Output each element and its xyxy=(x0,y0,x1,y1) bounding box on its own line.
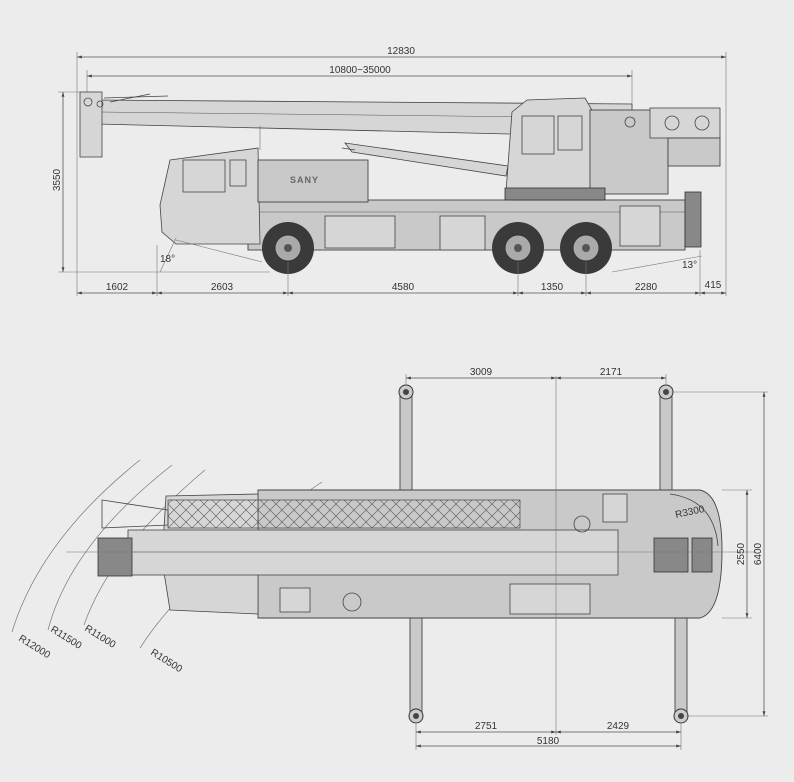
approach-angle-label: 18° xyxy=(160,254,175,265)
side-view: 12830 10800~35000 3550 SANY xyxy=(52,46,727,296)
top-view: R12000 R11500 R11000 R10500 R3300 xyxy=(11,367,768,750)
outrigger-front-label: 3009 xyxy=(470,367,493,378)
radius-12000-label: R12000 xyxy=(16,633,52,661)
outrigger-rear-left xyxy=(409,614,423,720)
body-width-label: 2550 xyxy=(736,542,747,565)
brand-logo: SANY xyxy=(290,175,319,185)
wheelbase-rear-label: 1350 xyxy=(541,282,564,293)
rear-tail-label: 415 xyxy=(705,280,722,291)
front-wheel xyxy=(262,222,314,274)
outrigger-span-label: 6400 xyxy=(753,542,764,565)
departure-angle-label: 13° xyxy=(682,260,697,271)
rear-wheel-1 xyxy=(492,222,544,274)
front-overhang-label: 1602 xyxy=(106,282,129,293)
boom-head xyxy=(79,91,103,158)
radius-11000-label: R11000 xyxy=(82,623,117,651)
outrigger-front-right xyxy=(659,387,673,493)
radius-11500-label: R11500 xyxy=(48,624,83,652)
radius-10500-label: R10500 xyxy=(148,647,184,675)
bottom-left-label: 2751 xyxy=(475,721,498,732)
boom-length-label: 10800~35000 xyxy=(329,65,391,76)
bottom-right-label: 2429 xyxy=(607,721,630,732)
rear-wheel-2 xyxy=(560,222,612,274)
wheelbase-front-label: 2603 xyxy=(211,282,234,293)
outrigger-front-left xyxy=(399,387,413,493)
outrigger-rear-label: 2171 xyxy=(600,367,623,378)
top-boom xyxy=(127,529,619,576)
bottom-total-label: 5180 xyxy=(537,736,560,747)
luffing-cylinder xyxy=(344,142,509,177)
rear-overhang-label: 2280 xyxy=(635,282,658,293)
outrigger-rear-right xyxy=(674,614,688,720)
height-label: 3550 xyxy=(52,168,63,191)
wheelbase-mid-label: 4580 xyxy=(392,282,415,293)
overall-length-label: 12830 xyxy=(387,46,415,57)
lattice-jib xyxy=(167,499,521,529)
